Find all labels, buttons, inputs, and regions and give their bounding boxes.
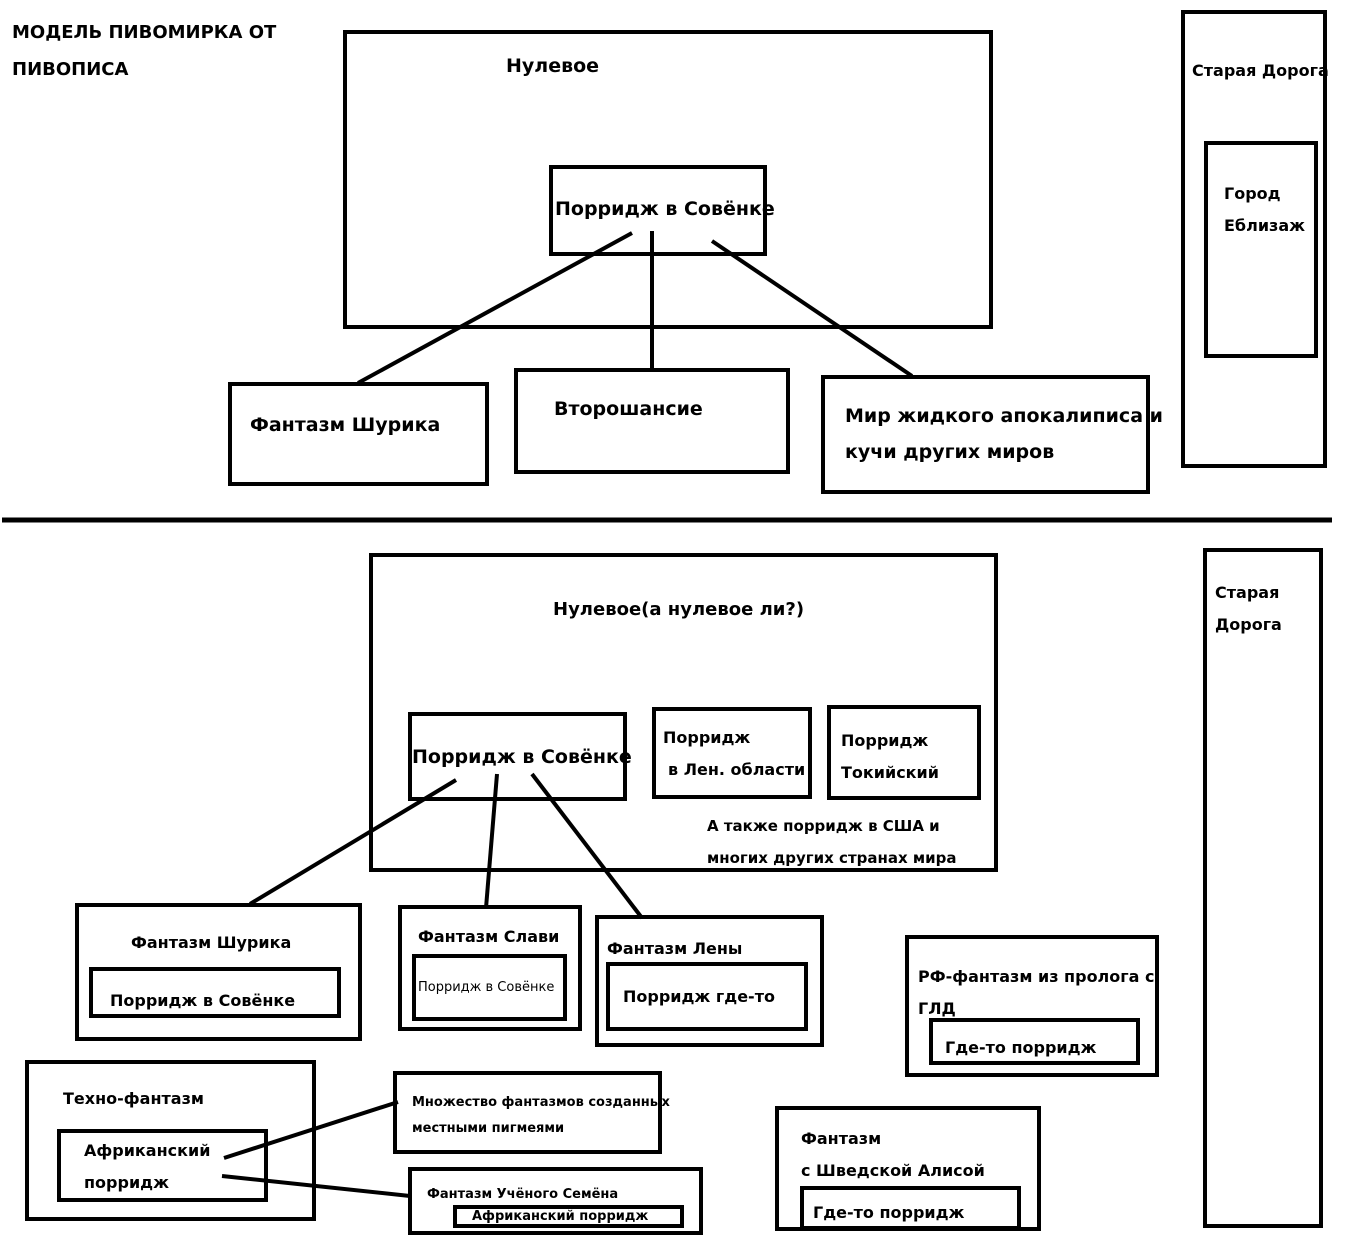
liquid-world-label-line2: кучи других миров [845, 441, 1055, 463]
connector-line [221, 1174, 411, 1198]
semyon-inner-box [453, 1205, 684, 1228]
old-road-box-top [1181, 10, 1327, 468]
african-porridge-label-line2: порридж [84, 1173, 170, 1192]
connector-line [484, 773, 499, 909]
pygmies-label-line1: Множество фантазмов созданных [412, 1095, 670, 1110]
connector-line [357, 231, 633, 385]
vtoroshansie-box [514, 368, 790, 474]
also-note-line2: многих других странах мира [707, 849, 957, 867]
fantasm-shurik-box-bottom [75, 903, 362, 1041]
connector-line [223, 1100, 399, 1160]
fantasm-slavi-inner-label: Порридж в Совёнке [418, 980, 555, 995]
fantasm-slavi-title: Фантазм Слави [418, 927, 560, 946]
semyon-fantasm-box [408, 1167, 703, 1235]
old-road-label-bottom-line2: Дорога [1215, 615, 1282, 634]
fantasm-leny-inner-box [606, 962, 808, 1031]
fantasm-shurik-label-top: Фантазм Шурика [250, 414, 441, 436]
pygmies-label-line2: местными пигмеями [412, 1121, 565, 1136]
city-label-line2: Еблизаж [1224, 216, 1306, 235]
city-label-line1: Город [1224, 184, 1281, 203]
alisa-fantasm-label-line1: Фантазм [801, 1129, 882, 1148]
porridge-tokyo-label-line2: Токийский [841, 763, 939, 782]
porridge-len-label-line1: Порридж [663, 728, 751, 747]
fantasm-leny-inner-label: Порридж где-то [623, 987, 775, 1006]
techno-fantasm-title: Техно-фантазм [63, 1089, 204, 1108]
city-box [1204, 141, 1318, 358]
liquid-world-label-line1: Мир жидкого апокалиписа и [845, 405, 1163, 427]
pygmies-box [393, 1071, 662, 1154]
rf-fantasm-inner-label: Где-то порридж [945, 1038, 1097, 1057]
zero-box-bottom [369, 553, 998, 872]
vtoroshansie-label: Второшансие [554, 398, 703, 420]
connector-line [710, 239, 914, 378]
semyon-fantasm-title: Фантазм Учёного Семёна [427, 1187, 619, 1202]
porridge-sovenok-label-bottom: Порридж в Совёнке [412, 746, 632, 768]
alisa-inner-label: Где-то порридж [813, 1203, 965, 1222]
old-road-label-bottom-line1: Старая [1215, 583, 1280, 602]
fantasm-shurik-box-top [228, 382, 489, 486]
porridge-sovenok-box-top [549, 165, 767, 256]
old-road-label-top: Старая Дорога [1192, 61, 1329, 80]
fantasm-slavi-box [398, 905, 582, 1031]
porridge-sovenok-box-bottom [408, 712, 627, 801]
diagram-title-line1: МОДЕЛЬ ПИВОМИРКА ОТ [12, 22, 277, 43]
liquid-world-box [821, 375, 1150, 494]
techno-fantasm-box [25, 1060, 316, 1221]
zero-label-top: Нулевое [506, 55, 600, 77]
african-porridge-label-line1: Африканский [84, 1141, 211, 1160]
fantasm-leny-title: Фантазм Лены [607, 939, 743, 958]
rf-fantasm-label-line1: РФ-фантазм из пролога с [918, 967, 1155, 986]
porridge-len-box [652, 707, 812, 799]
fantasm-shurik-inner-label: Порридж в Совёнке [110, 991, 296, 1010]
alisa-fantasm-label-line2: с Шведской Алисой [801, 1161, 985, 1180]
semyon-inner-label: Африканский порридж [472, 1209, 649, 1224]
diagram-title-line2: ПИВОПИСА [12, 59, 129, 80]
porridge-tokyo-label-line1: Порридж [841, 731, 929, 750]
porridge-len-label-line2: в Лен. области [668, 760, 806, 779]
porridge-sovenok-label-top: Порридж в Совёнке [555, 198, 775, 220]
fantasm-leny-box [595, 915, 824, 1047]
alisa-inner-box [800, 1186, 1021, 1230]
fantasm-shurik-inner-box [89, 967, 341, 1018]
fantasm-shurik-title-bottom: Фантазм Шурика [131, 933, 292, 952]
african-porridge-box [57, 1129, 268, 1202]
rf-fantasm-box [905, 935, 1159, 1077]
old-road-box-bottom [1203, 548, 1323, 1228]
zero-box-top [343, 30, 993, 329]
also-note-line1: А также порридж в США и [707, 817, 940, 835]
rf-fantasm-inner-box [929, 1018, 1140, 1065]
rf-fantasm-label-line2: ГЛД [918, 999, 956, 1018]
porridge-tokyo-box [827, 705, 981, 800]
fantasm-slavi-inner-box [412, 954, 567, 1021]
zero-label-bottom: Нулевое(а нулевое ли?) [553, 599, 805, 620]
